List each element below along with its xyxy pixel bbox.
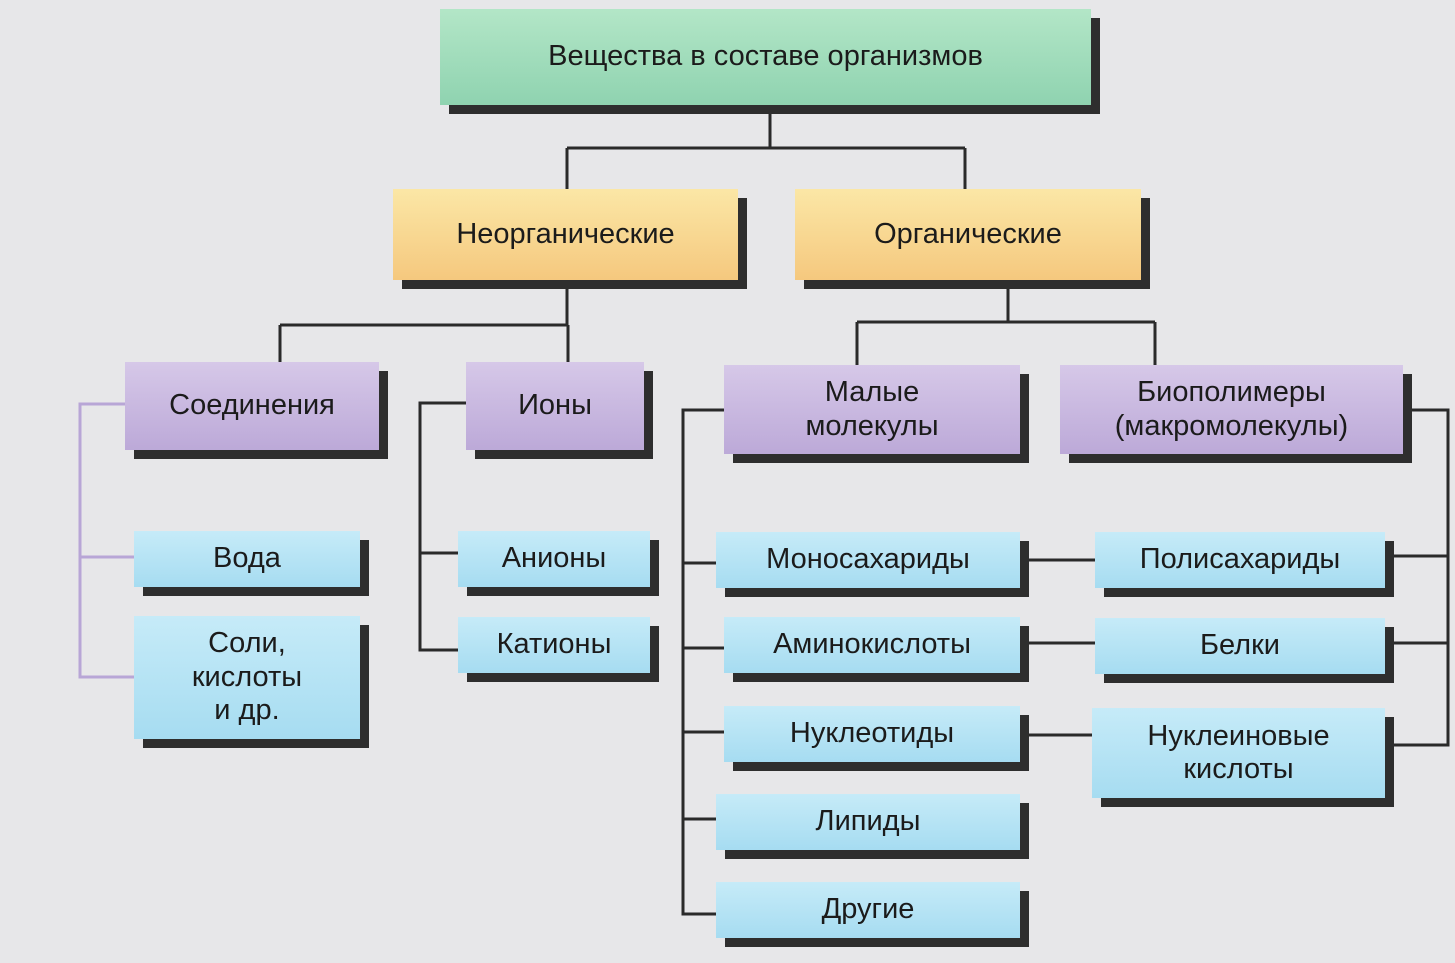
inorganic-node: Неорганические (393, 189, 738, 280)
organic-node: Органические (795, 189, 1141, 280)
salts-label: Соли, кислоты и др. (191, 627, 303, 727)
amino-acids-label: Аминокислоты (773, 628, 971, 661)
cations-label: Катионы (496, 628, 612, 661)
connector-inorganic (278, 280, 570, 362)
connector-root (565, 106, 967, 192)
amino-acids-node: Аминокислоты (724, 617, 1020, 673)
connector-cross (1020, 558, 1095, 737)
anions-label: Анионы (501, 542, 607, 575)
connector-ions (418, 401, 466, 652)
salts-node: Соли, кислоты и др. (134, 616, 360, 739)
connector-small-molecules (681, 408, 727, 916)
nucleotides-label: Нуклеотиды (789, 717, 955, 750)
lipids-label: Липиды (815, 805, 921, 838)
monosaccharides-label: Моносахариды (766, 543, 970, 576)
ions-node: Ионы (466, 362, 644, 450)
inorganic-label: Неорганические (456, 217, 675, 250)
small-molecules-node: Малые молекулы (724, 365, 1020, 454)
organic-label: Органические (874, 217, 1062, 250)
small-molecules-label: Малые молекулы (805, 376, 939, 442)
proteins-label: Белки (1199, 629, 1280, 662)
biopolymers-node: Биополимеры (макромолекулы) (1060, 365, 1403, 454)
proteins-node: Белки (1095, 618, 1385, 674)
polysaccharides-node: Полисахариды (1095, 532, 1385, 588)
others-label: Другие (821, 893, 915, 926)
root-label: Вещества в составе организмов (548, 40, 983, 73)
monosaccharides-node: Моносахариды (716, 532, 1020, 588)
nucleotides-node: Нуклеотиды (724, 706, 1020, 762)
connector-biopolymers (1386, 408, 1450, 747)
nucleic-acids-label: Нуклеиновые кислоты (1147, 719, 1330, 785)
biopolymers-label: Биополимеры (макромолекулы) (1114, 376, 1349, 442)
ions-label: Ионы (518, 389, 592, 422)
polysaccharides-label: Полисахариды (1139, 543, 1341, 576)
connector-organic (855, 280, 1157, 365)
cations-node: Катионы (458, 617, 650, 673)
connector-compounds (78, 402, 134, 679)
root-node: Вещества в составе организмов (440, 9, 1091, 105)
others-node: Другие (716, 882, 1020, 938)
compounds-label: Соединения (169, 389, 335, 422)
water-label: Вода (213, 542, 281, 575)
anions-node: Анионы (458, 531, 650, 587)
water-node: Вода (134, 531, 360, 587)
nucleic-acids-node: Нуклеиновые кислоты (1092, 708, 1385, 798)
lipids-node: Липиды (716, 794, 1020, 850)
compounds-node: Соединения (125, 362, 379, 450)
